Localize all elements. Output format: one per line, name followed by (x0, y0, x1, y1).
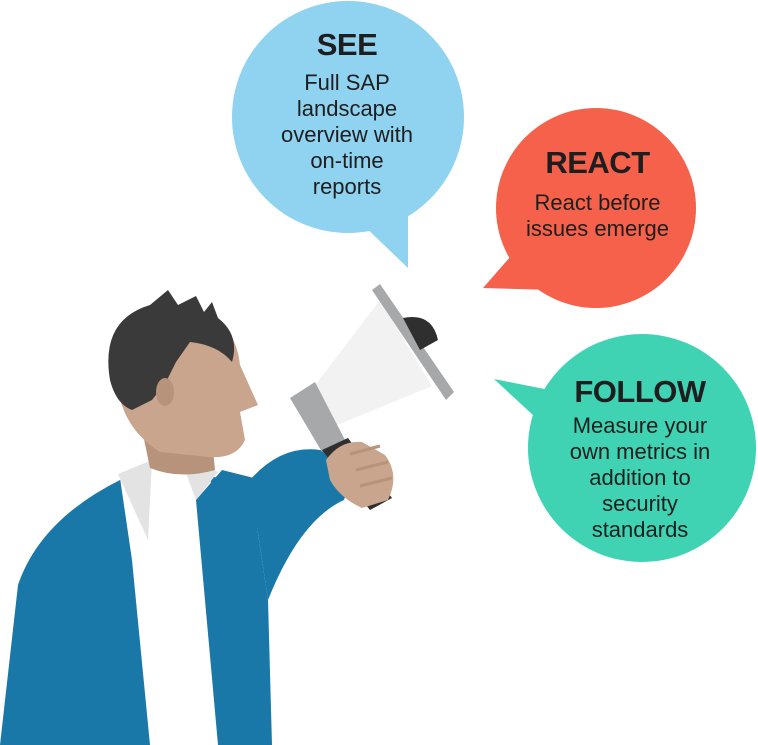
react-description: React before issues emerge (505, 190, 690, 242)
see-line: landscape (296, 96, 398, 121)
megaphone-icon (290, 284, 454, 510)
react-title: REACT (545, 145, 650, 180)
follow-title: FOLLOW (574, 374, 706, 409)
follow-description: Measure your own metrics in addition to … (540, 413, 740, 543)
follow-line: addition to (589, 465, 691, 490)
follow-bubble-text: FOLLOW Measure your own metrics in addit… (540, 375, 740, 543)
see-line: on-time (310, 148, 384, 173)
see-line: Full SAP (304, 70, 390, 95)
see-title: SEE (316, 27, 378, 62)
person-figure (0, 290, 352, 745)
see-bubble-text: SEE Full SAP landscape overview with on-… (247, 28, 447, 200)
react-line: React before (534, 190, 661, 215)
see-line: overview with (280, 122, 414, 147)
follow-line: Measure your (572, 413, 708, 438)
follow-line: own metrics in (569, 439, 711, 464)
follow-line: security (602, 491, 678, 516)
react-bubble-text: REACT React before issues emerge (505, 146, 690, 242)
follow-line: standards (591, 517, 689, 542)
see-description: Full SAP landscape overview with on-time… (247, 70, 447, 200)
see-line: reports (312, 174, 382, 199)
see-speech-bubble (232, 1, 464, 268)
react-line: issues emerge (525, 216, 670, 241)
follow-speech-bubble (494, 334, 756, 562)
react-speech-bubble (483, 108, 696, 308)
